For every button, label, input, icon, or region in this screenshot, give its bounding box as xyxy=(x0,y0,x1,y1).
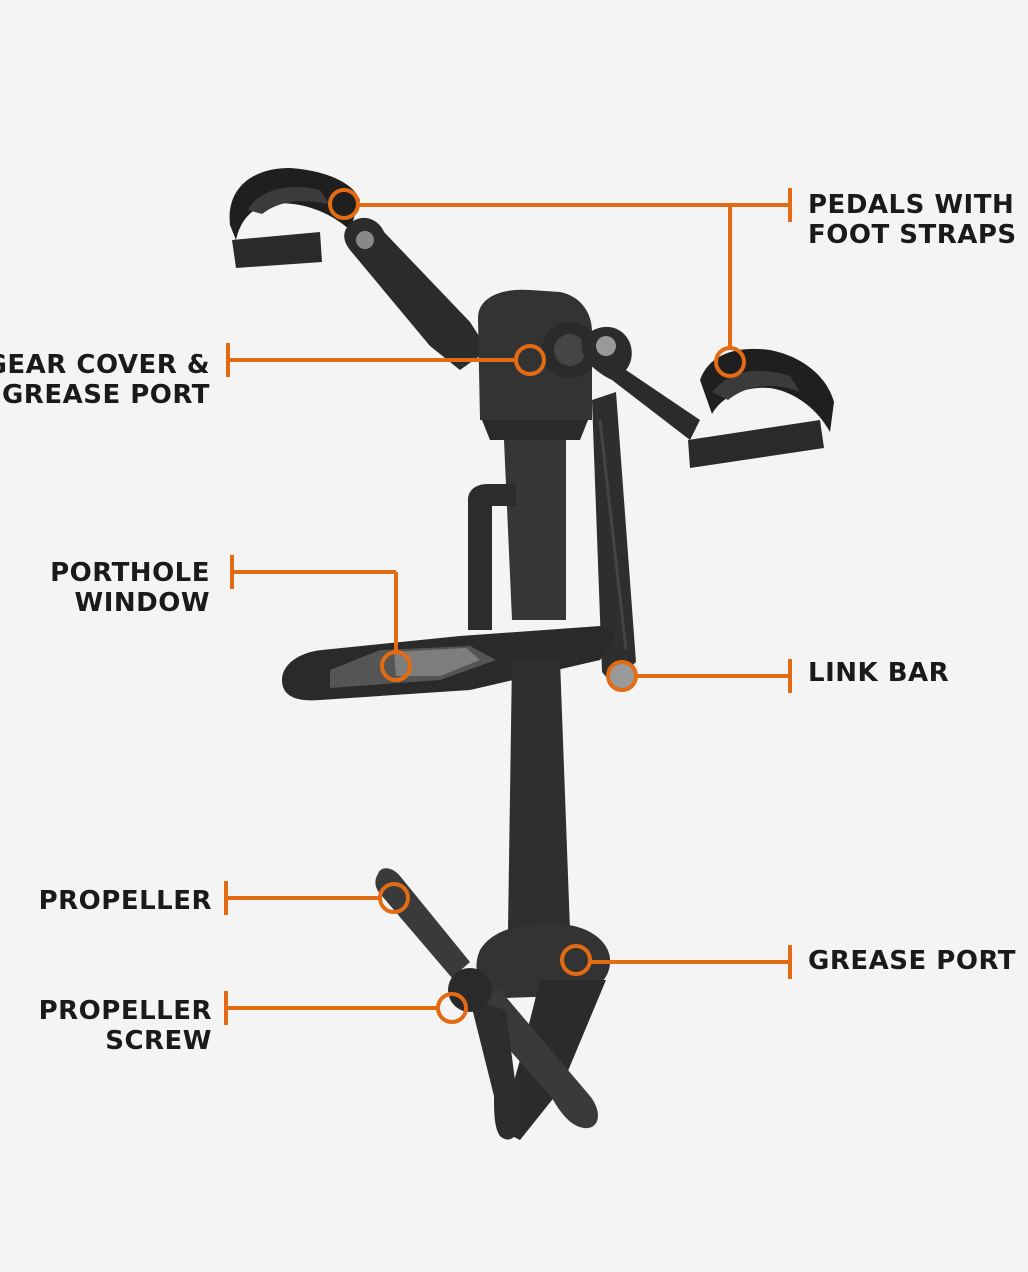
label-propeller-line-1: PROPELLER xyxy=(38,886,212,916)
label-link-bar: LINK BAR xyxy=(808,658,949,688)
label-grease-port: GREASE PORT xyxy=(808,946,1016,976)
callout-gear-cover xyxy=(226,343,546,377)
label-grease-port-line-1: GREASE PORT xyxy=(808,946,1017,976)
label-gear-cover-line-2: GREASE PORT xyxy=(1,380,210,410)
left-crank-bolt xyxy=(356,231,374,249)
label-propeller-screw-line-1: PROPELLER xyxy=(38,996,212,1026)
callout-propeller-screw xyxy=(224,991,468,1025)
label-gear-cover: GEAR COVER & GREASE PORT xyxy=(0,350,210,410)
propeller-blade-rear xyxy=(470,1000,520,1140)
label-pedals: PEDALS WITH FOOT STRAPS xyxy=(808,190,1017,250)
label-porthole-line-2: WINDOW xyxy=(74,588,210,618)
lower-gearbox xyxy=(476,923,611,998)
right-crank-bolt xyxy=(596,336,616,356)
handle xyxy=(468,484,516,630)
label-propeller-screw-line-2: SCREW xyxy=(105,1026,212,1056)
left-pedal xyxy=(229,168,360,268)
upper-mast xyxy=(504,440,566,620)
propeller-hub xyxy=(448,968,492,1012)
callouts xyxy=(224,188,792,1025)
label-propeller-screw: PROPELLER SCREW xyxy=(39,996,212,1056)
label-pedals-line-1: PEDALS WITH xyxy=(808,190,1015,220)
propeller-blade-upper xyxy=(375,868,470,978)
lower-mast xyxy=(508,660,570,930)
label-porthole-line-1: PORTHOLE xyxy=(50,558,210,588)
callout-porthole xyxy=(230,555,412,682)
porthole-glass xyxy=(394,648,480,676)
link-bar-knob xyxy=(608,664,634,688)
label-pedals-line-2: FOOT STRAPS xyxy=(808,220,1017,250)
callout-propeller xyxy=(224,881,410,915)
callout-grease-port xyxy=(560,944,792,979)
right-pedal xyxy=(688,348,834,468)
label-gear-cover-line-1: GEAR COVER & xyxy=(0,350,210,380)
pedal-drive-unit xyxy=(229,168,834,1140)
label-porthole: PORTHOLE WINDOW xyxy=(50,558,210,618)
callout-link-bar xyxy=(606,659,792,693)
left-crank-arm xyxy=(344,217,488,370)
right-crank-arm xyxy=(581,326,700,440)
label-propeller: PROPELLER xyxy=(39,886,212,916)
gear-housing xyxy=(478,289,592,420)
label-link-bar-line-1: LINK BAR xyxy=(808,658,950,688)
callout-pedals xyxy=(328,188,792,378)
